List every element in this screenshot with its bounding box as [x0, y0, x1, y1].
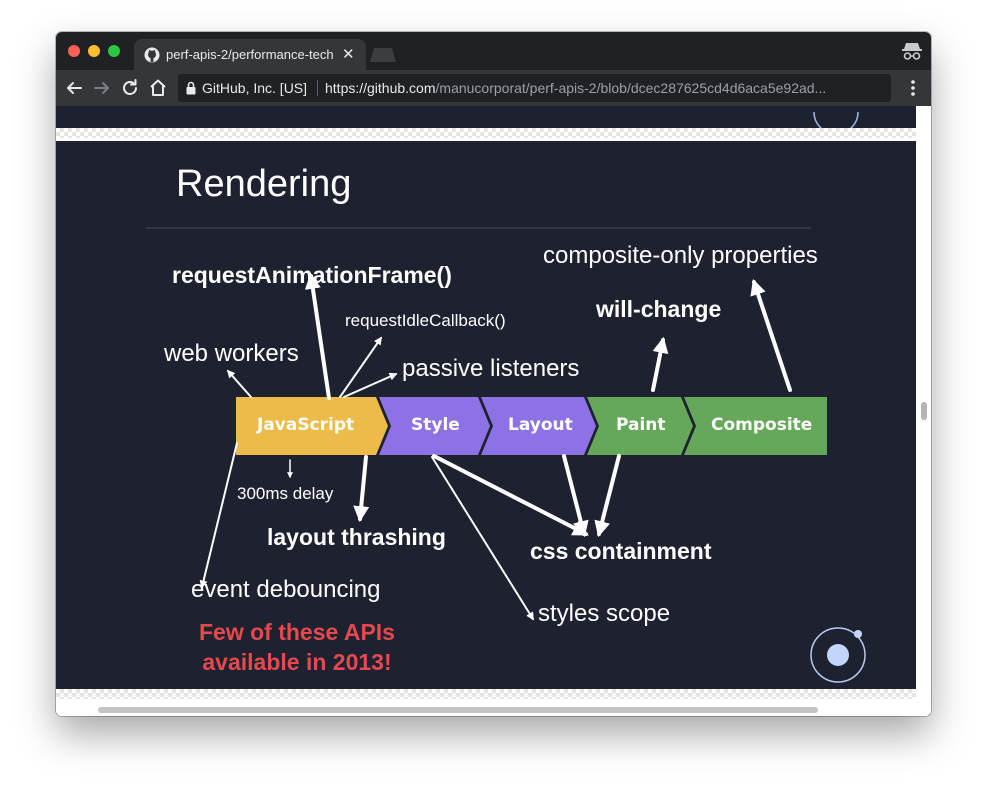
annotation-styles-scope: styles scope	[538, 600, 671, 627]
annotation-ric: requestIdleCallback()	[345, 311, 506, 330]
lock-icon	[186, 81, 196, 95]
site-identity[interactable]: GitHub, Inc. [US]	[202, 80, 308, 96]
arrow-debouncing	[199, 442, 238, 589]
url-path: /manucorporat/perf-apis-2/blob/dcec28762…	[435, 80, 827, 96]
annotation-layout-thrashing: layout thrashing	[267, 524, 446, 550]
incognito-icon	[902, 43, 922, 60]
tab-title: perf-apis-2/performance-tech	[166, 47, 334, 62]
slide-diagram	[146, 227, 866, 683]
back-icon[interactable]	[62, 76, 86, 100]
arrow-style-containment	[432, 454, 589, 536]
annotation-raf: requestAnimationFrame()	[172, 262, 452, 288]
active-tab[interactable]: perf-apis-2/performance-tech ✕	[134, 39, 366, 70]
warning-note: Few of these APIs available in 2013!	[172, 617, 422, 677]
slide-logo	[810, 627, 866, 683]
stage-composite-label: Composite	[711, 415, 813, 435]
url-host: https://github.com	[325, 80, 436, 96]
arrow-composite-only	[750, 278, 792, 392]
address-bar[interactable]: GitHub, Inc. [US] https://github.com/man…	[178, 74, 891, 102]
reload-icon[interactable]	[118, 76, 142, 100]
annotation-composite-only: composite-only properties	[543, 242, 818, 269]
browser-window: perf-apis-2/performance-tech ✕	[56, 32, 931, 716]
annotation-web-workers: web workers	[164, 340, 299, 367]
slide-separator-bottom	[56, 689, 916, 699]
new-tab-button[interactable]	[370, 48, 396, 62]
previous-slide-edge	[56, 106, 916, 135]
arrow-thrashing	[353, 455, 370, 523]
arrow-raf	[304, 272, 331, 400]
warning-line-1: Few of these APIs	[199, 619, 395, 645]
stage-layout-label: Layout	[508, 415, 573, 435]
browser-toolbar: GitHub, Inc. [US] https://github.com/man…	[56, 70, 931, 106]
github-icon	[144, 47, 160, 63]
stage-javascript-shape	[236, 397, 388, 455]
annotation-passive-listeners: passive listeners	[402, 355, 580, 382]
close-window-button[interactable]	[68, 45, 80, 57]
horizontal-scrollbar-thumb[interactable]	[98, 707, 818, 713]
arrow-ric	[339, 336, 382, 398]
address-separator	[317, 80, 318, 96]
forward-icon[interactable]	[90, 76, 114, 100]
slide-title: Rendering	[176, 163, 352, 205]
stage-style-shape	[379, 397, 490, 455]
tab-close-icon[interactable]: ✕	[342, 45, 355, 63]
arrow-styles-scope	[431, 456, 534, 621]
annotation-css-containment: css containment	[530, 538, 712, 564]
page-content: Rendering JavaScript Style Layout Paint …	[56, 106, 931, 716]
stage-layout-shape	[481, 397, 596, 455]
arrow-paint-containment	[594, 454, 621, 538]
stage-composite-shape	[684, 397, 827, 455]
menu-icon[interactable]	[906, 78, 920, 98]
stage-paint-shape	[587, 397, 693, 455]
arrow-web-workers	[226, 369, 252, 398]
arrow-will-change	[651, 336, 669, 392]
home-icon[interactable]	[146, 76, 170, 100]
slide-separator	[56, 128, 916, 138]
slide: Rendering JavaScript Style Layout Paint …	[56, 141, 916, 689]
maximize-window-button[interactable]	[108, 45, 120, 57]
stage-javascript-label: JavaScript	[257, 415, 355, 435]
title-bar: perf-apis-2/performance-tech ✕	[56, 32, 931, 70]
previous-slide-logo	[813, 111, 859, 135]
arrow-layout-containment	[562, 454, 589, 538]
stage-style-label: Style	[411, 415, 460, 435]
horizontal-scrollbar[interactable]	[56, 702, 916, 716]
annotation-event-debouncing: event debouncing	[191, 576, 381, 603]
minimize-window-button[interactable]	[88, 45, 100, 57]
annotation-will-change: will-change	[596, 296, 722, 322]
arrow-passive	[343, 372, 398, 398]
annotation-300ms-delay: 300ms delay	[237, 484, 334, 503]
vertical-scrollbar-thumb[interactable]	[921, 402, 927, 420]
url-text[interactable]: https://github.com/manucorporat/perf-api…	[325, 80, 865, 96]
stage-paint-label: Paint	[616, 415, 666, 435]
warning-line-2: available in 2013!	[202, 649, 392, 675]
vertical-scrollbar[interactable]	[916, 106, 931, 716]
